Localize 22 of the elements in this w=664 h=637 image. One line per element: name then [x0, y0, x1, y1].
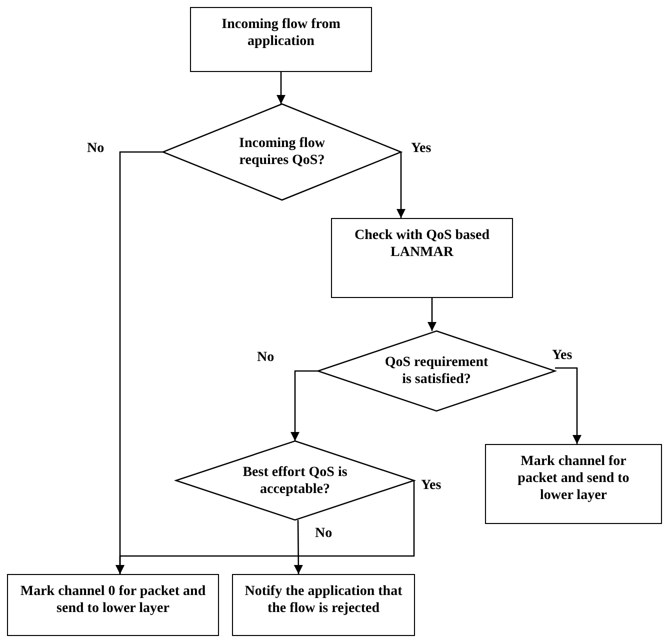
node-text: Check with QoS based LANMAR — [354, 227, 490, 261]
node-text: Notify the application that the flow is rejected — [244, 583, 404, 617]
node-text: QoS requirement is satisfied? — [384, 354, 490, 388]
process-box — [331, 218, 513, 298]
arrow — [276, 72, 286, 104]
node-text: Best effort QoS is acceptable? — [242, 464, 348, 498]
process-box — [7, 574, 219, 636]
process-box — [232, 574, 415, 636]
arrow — [555, 367, 582, 444]
arrow — [396, 151, 406, 218]
arrow — [116, 480, 415, 574]
node-text: Incoming flow requires QoS? — [238, 135, 326, 169]
process-box — [485, 444, 662, 524]
decision-diamond — [163, 104, 401, 200]
node-text: Incoming flow from application — [220, 16, 342, 50]
process-box — [190, 7, 372, 72]
node-text: Mark channel 0 for packet and send to lower layer — [19, 583, 207, 617]
arrow — [294, 520, 303, 574]
decision-diamond — [176, 441, 414, 520]
node-text: Mark channel for packet and send to lower layer — [516, 453, 630, 504]
arrow — [428, 298, 436, 331]
arrow — [290, 370, 318, 441]
